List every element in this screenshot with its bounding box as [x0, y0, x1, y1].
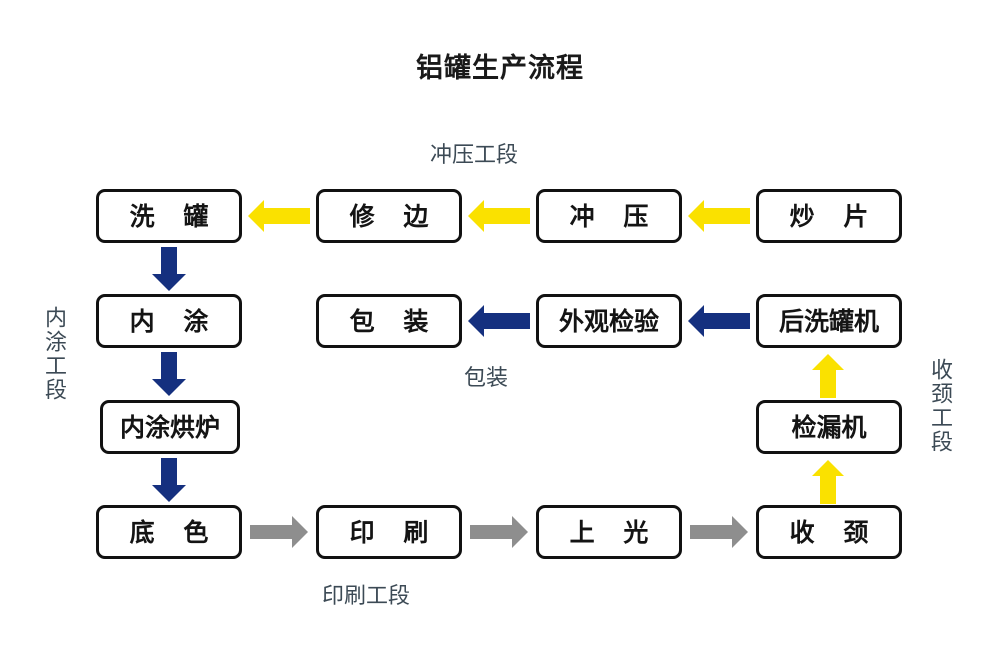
arrow-head [468, 200, 484, 232]
arrow-coating-to-oven [152, 352, 186, 396]
arrow-shaft [484, 208, 530, 224]
arrow-neck-to-leak [812, 460, 844, 504]
arrow-head [812, 460, 844, 476]
arrow-head [512, 516, 528, 548]
process-node-visual-check[interactable]: 外观检验 [536, 294, 682, 348]
arrow-blank-to-press [688, 200, 750, 232]
section-label-necking: 收颈工段 [927, 358, 952, 454]
section-label-coating: 内涂工段 [41, 306, 66, 402]
arrow-shaft [161, 247, 177, 274]
arrow-trim-to-wash [248, 200, 310, 232]
arrow-head [468, 305, 484, 337]
arrow-head [152, 379, 186, 396]
section-label-printing: 印刷工段 [322, 584, 411, 609]
page-title: 铝罐生产流程 [416, 53, 584, 84]
arrow-head [688, 200, 704, 232]
process-node-leak-detector[interactable]: 检漏机 [756, 400, 902, 454]
arrow-head [248, 200, 264, 232]
arrow-shaft [820, 476, 836, 504]
arrow-print-to-varnish [470, 516, 528, 548]
process-node-post-washer[interactable]: 后洗罐机 [756, 294, 902, 348]
arrow-shaft [820, 370, 836, 398]
arrow-washer-to-check [688, 305, 750, 337]
arrow-head [152, 485, 186, 502]
arrow-shaft [250, 525, 292, 539]
process-node-stamping-press[interactable]: 冲 压 [536, 189, 682, 243]
arrow-shaft [161, 458, 177, 485]
process-node-printing-press[interactable]: 印 刷 [316, 505, 462, 559]
section-label-packaging: 包装 [464, 366, 509, 391]
arrow-head [732, 516, 748, 548]
arrow-oven-to-base [152, 458, 186, 502]
arrow-shaft [704, 208, 750, 224]
arrow-varnish-to-neck [690, 516, 748, 548]
arrow-leak-to-washer [812, 354, 844, 398]
arrow-shaft [690, 525, 732, 539]
arrow-head [812, 354, 844, 370]
process-node-wash-can[interactable]: 洗 罐 [96, 189, 242, 243]
process-node-necking-press[interactable]: 收 颈 [756, 505, 902, 559]
arrow-shaft [161, 352, 177, 379]
process-node-inner-coating[interactable]: 内 涂 [96, 294, 242, 348]
arrow-head [688, 305, 704, 337]
process-node-coating-oven[interactable]: 内涂烘炉 [100, 400, 240, 454]
arrow-wash-to-coating [152, 247, 186, 291]
arrow-shaft [264, 208, 310, 224]
process-node-packing[interactable]: 包 装 [316, 294, 462, 348]
arrow-shaft [484, 313, 530, 329]
process-node-blank-cutting[interactable]: 炒 片 [756, 189, 902, 243]
arrow-base-to-print [250, 516, 308, 548]
process-node-varnish[interactable]: 上 光 [536, 505, 682, 559]
arrow-head [152, 274, 186, 291]
process-node-trim[interactable]: 修 边 [316, 189, 462, 243]
arrow-press-to-trim [468, 200, 530, 232]
process-node-base-coat[interactable]: 底 色 [96, 505, 242, 559]
section-label-stamping: 冲压工段 [430, 143, 519, 168]
arrow-check-to-pack [468, 305, 530, 337]
arrow-shaft [704, 313, 750, 329]
arrow-head [292, 516, 308, 548]
arrow-shaft [470, 525, 512, 539]
